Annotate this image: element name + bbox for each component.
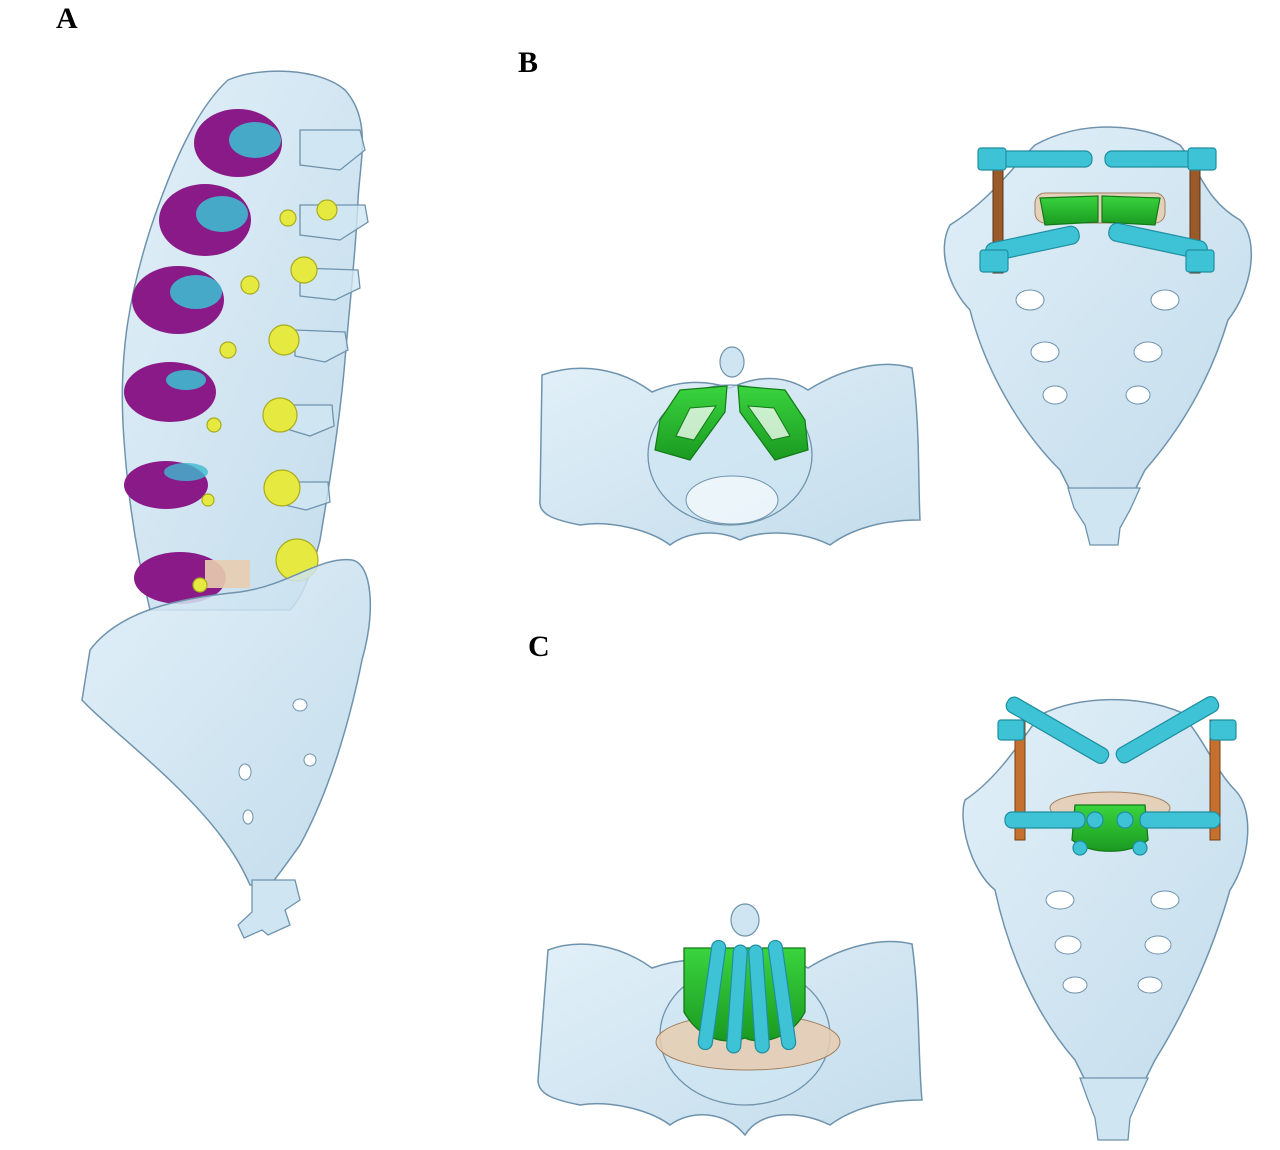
- cage-green-posterior-b: [1039, 195, 1161, 226]
- sacrum-lateral: [81, 558, 371, 886]
- panel-c-superior-view: [537, 903, 923, 1137]
- pedicle-screws-b: [977, 147, 1217, 273]
- disc-l3: [132, 266, 224, 334]
- coccyx-posterior-b: [1067, 487, 1142, 546]
- coccyx-posterior-c: [1079, 1077, 1150, 1141]
- spinous-tip-b: [719, 346, 745, 378]
- disc-l1: [194, 109, 282, 177]
- facet-joints: [192, 199, 338, 593]
- screws-superior-c: [697, 939, 797, 1054]
- sacral-foramina: [238, 698, 317, 825]
- sacrum-posterior-b: [943, 126, 1253, 491]
- panel-a-lateral-spine: [81, 70, 371, 939]
- panel-c-posterior-view: [962, 696, 1249, 1141]
- spinous-tip-c: [730, 903, 760, 937]
- panel-label-b: B: [518, 46, 539, 79]
- panel-b-posterior-view: [943, 126, 1253, 546]
- panel-label-c: C: [528, 630, 550, 663]
- panel-label-a: A: [56, 2, 78, 35]
- disc-l4: [124, 362, 216, 422]
- sacral-foramina-b: [1015, 289, 1180, 405]
- disc-l5: [124, 461, 208, 509]
- pedicle-screws-c: [997, 696, 1237, 856]
- intervertebral-discs: [124, 109, 282, 604]
- disc-l2: [159, 184, 251, 256]
- sacral-foramina-c: [1045, 890, 1180, 994]
- coccyx-lateral: [237, 879, 301, 939]
- cage-green-superior-b: [654, 385, 809, 461]
- panel-b-superior-view: [539, 346, 921, 546]
